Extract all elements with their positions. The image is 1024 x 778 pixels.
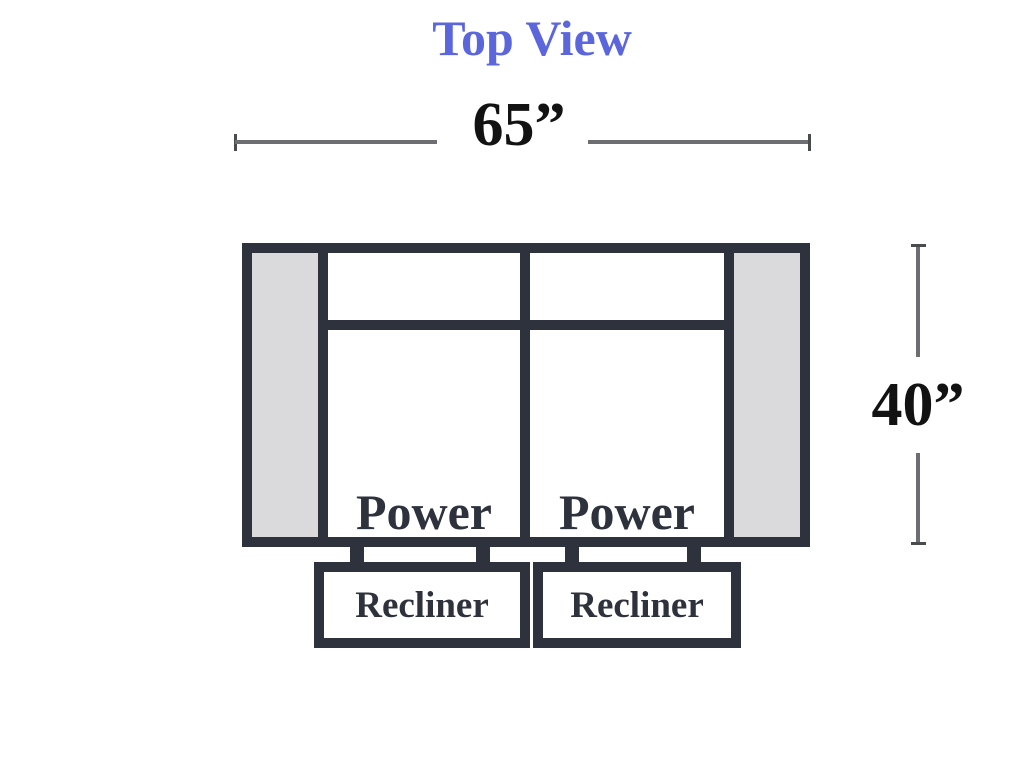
height-dimension-line-bottom — [916, 453, 920, 543]
width-dimension-right-tick — [808, 134, 811, 151]
recliner-stub-2 — [476, 546, 490, 564]
width-dimension-line-right — [588, 140, 810, 144]
sofa-outline: Power Power — [242, 243, 810, 547]
right-armrest — [724, 253, 800, 537]
recliner-stub-1 — [350, 546, 364, 564]
center-seat-divider — [520, 253, 530, 537]
right-seat-power-label: Power — [558, 484, 696, 540]
left-seat-power-label: Power — [355, 484, 493, 540]
left-armrest — [252, 253, 328, 537]
right-recliner-box: Recliner — [533, 562, 741, 648]
width-dimension-label: 65” — [472, 91, 566, 159]
right-recliner-label: Recliner — [570, 584, 704, 626]
height-dimension-bottom-tick — [911, 542, 926, 545]
width-dimension-line-left — [235, 140, 437, 144]
height-dimension-label: 40” — [871, 371, 965, 439]
left-recliner-box: Recliner — [314, 562, 530, 648]
recliner-stub-4 — [687, 546, 701, 564]
backrest-divider-line — [318, 320, 734, 330]
height-dimension-line-top — [916, 247, 920, 357]
left-recliner-label: Recliner — [355, 584, 489, 626]
recliner-stub-3 — [565, 546, 579, 564]
height-dimension-top-tick — [911, 244, 926, 247]
page-title: Top View — [432, 10, 632, 66]
